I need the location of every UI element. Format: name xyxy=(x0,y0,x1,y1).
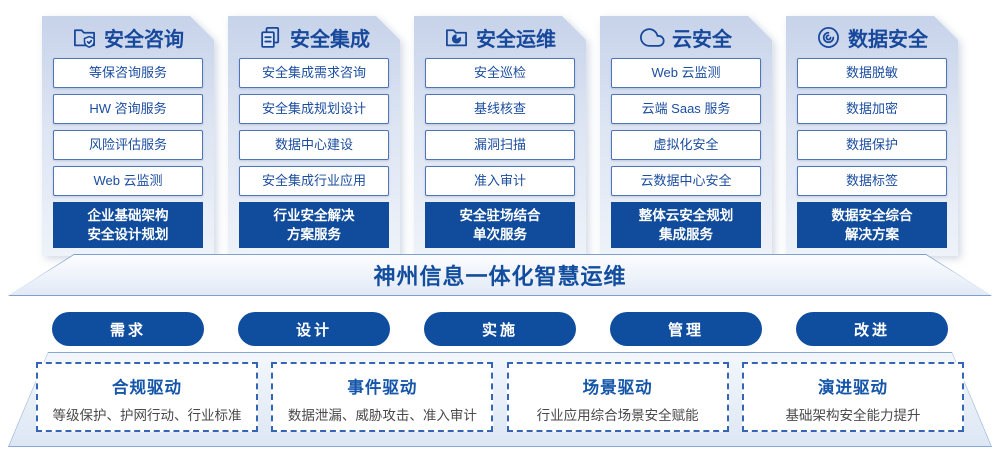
driver-scenario: 场景驱动 行业应用综合场景安全赋能 xyxy=(506,362,729,432)
service-card-data: 数据安全 数据脱敏 数据加密 数据保护 数据标签 数据安全综合 解决方案 xyxy=(786,10,958,250)
card-header: 安全咨询 xyxy=(53,16,203,58)
card-footer: 企业基础架构 安全设计规划 xyxy=(53,202,203,248)
card-footer: 数据安全综合 解决方案 xyxy=(797,202,947,248)
card-header: 安全运维 xyxy=(425,16,575,58)
pill-management: 管理 xyxy=(610,312,762,346)
service-item: 云端 Saas 服务 xyxy=(611,94,761,124)
fingerprint-icon xyxy=(816,25,841,50)
service-item: HW 咨询服务 xyxy=(53,94,203,124)
service-item: Web 云监测 xyxy=(611,58,761,88)
service-item: 安全集成行业应用 xyxy=(239,166,389,196)
service-item: 数据保护 xyxy=(797,130,947,160)
service-cards-row: 安全咨询 等保咨询服务 HW 咨询服务 风险评估服务 Web 云监测 企业基础架… xyxy=(42,10,958,250)
service-card-integration: 安全集成 安全集成需求咨询 安全集成规划设计 数据中心建设 安全集成行业应用 行… xyxy=(228,10,400,250)
driver-desc: 行业应用综合场景安全赋能 xyxy=(536,408,699,423)
card-header: 数据安全 xyxy=(797,16,947,58)
card-footer: 安全驻场结合 单次服务 xyxy=(425,202,575,248)
footer-line: 数据安全综合 xyxy=(831,208,913,223)
driver-compliance: 合规驱动 等级保护、护网行动、行业标准 xyxy=(36,362,258,432)
service-item: 风险评估服务 xyxy=(53,130,203,160)
driver-title: 事件驱动 xyxy=(347,379,418,397)
pill-requirements: 需求 xyxy=(52,312,204,346)
card-title: 安全集成 xyxy=(290,28,370,51)
driver-desc: 基础架构安全能力提升 xyxy=(785,408,921,423)
service-item: 漏洞扫描 xyxy=(425,130,575,160)
drivers-section: 合规驱动 等级保护、护网行动、行业标准 事件驱动 数据泄漏、威胁攻击、准入审计 … xyxy=(8,352,992,447)
pill-improvement: 改进 xyxy=(796,312,948,346)
service-item: 安全集成规划设计 xyxy=(239,94,389,124)
service-card-consulting: 安全咨询 等保咨询服务 HW 咨询服务 风险评估服务 Web 云监测 企业基础架… xyxy=(42,10,214,250)
service-item: Web 云监测 xyxy=(53,166,203,196)
drivers-row: 合规驱动 等级保护、护网行动、行业标准 事件驱动 数据泄漏、威胁攻击、准入审计 … xyxy=(36,362,964,432)
service-item: 数据中心建设 xyxy=(239,130,389,160)
pill-design: 设计 xyxy=(238,312,390,346)
service-card-cloud: 云安全 Web 云监测 云端 Saas 服务 虚拟化安全 云数据中心安全 整体云… xyxy=(600,10,772,250)
card-header: 安全集成 xyxy=(239,16,389,58)
driver-desc: 等级保护、护网行动、行业标准 xyxy=(52,408,242,423)
copy-documents-icon xyxy=(258,25,283,50)
driver-evolution: 演进驱动 基础架构安全能力提升 xyxy=(741,362,964,432)
card-title: 安全运维 xyxy=(476,28,556,51)
cloud-icon xyxy=(640,25,665,50)
service-item: 安全集成需求咨询 xyxy=(239,58,389,88)
platform-banner: 神州信息一体化智慧运维 xyxy=(8,254,992,296)
footer-line: 行业安全解决 xyxy=(273,208,355,223)
folder-shield-icon xyxy=(72,25,97,50)
footer-line: 安全驻场结合 xyxy=(459,208,541,223)
service-item: 数据加密 xyxy=(797,94,947,124)
driver-desc: 数据泄漏、威胁攻击、准入审计 xyxy=(287,408,477,423)
service-item: 云数据中心安全 xyxy=(611,166,761,196)
service-item: 安全巡检 xyxy=(425,58,575,88)
pill-implementation: 实施 xyxy=(424,312,576,346)
card-title: 安全咨询 xyxy=(104,28,184,51)
service-item: 数据标签 xyxy=(797,166,947,196)
driver-title: 演进驱动 xyxy=(817,379,888,397)
footer-line: 安全设计规划 xyxy=(87,227,169,243)
banner-title: 神州信息一体化智慧运维 xyxy=(373,264,627,289)
footer-line: 企业基础架构 xyxy=(87,208,169,223)
card-footer: 整体云安全规划 集成服务 xyxy=(611,202,761,248)
driver-title: 合规驱动 xyxy=(112,379,182,397)
service-item: 基线核查 xyxy=(425,94,575,124)
driver-incident: 事件驱动 数据泄漏、威胁攻击、准入审计 xyxy=(271,362,494,432)
footer-line: 单次服务 xyxy=(473,227,527,243)
service-item: 数据脱敏 xyxy=(797,58,947,88)
banner-background xyxy=(9,255,991,295)
footer-line: 集成服务 xyxy=(659,227,713,243)
footer-line: 整体云安全规划 xyxy=(638,208,734,223)
folder-pie-icon xyxy=(444,25,469,50)
service-item: 虚拟化安全 xyxy=(611,130,761,160)
service-card-operations: 安全运维 安全巡检 基线核查 漏洞扫描 准入审计 安全驻场结合 单次服务 xyxy=(414,10,586,250)
card-header: 云安全 xyxy=(611,16,761,58)
footer-line: 方案服务 xyxy=(287,227,341,243)
card-footer: 行业安全解决 方案服务 xyxy=(239,202,389,248)
driver-title: 场景驱动 xyxy=(582,379,653,397)
service-item: 准入审计 xyxy=(425,166,575,196)
card-title: 数据安全 xyxy=(848,28,928,51)
service-item: 等保咨询服务 xyxy=(53,58,203,88)
footer-line: 解决方案 xyxy=(845,227,899,243)
process-pills-row: 需求 设计 实施 管理 改进 xyxy=(42,312,958,346)
card-title: 云安全 xyxy=(672,28,732,51)
